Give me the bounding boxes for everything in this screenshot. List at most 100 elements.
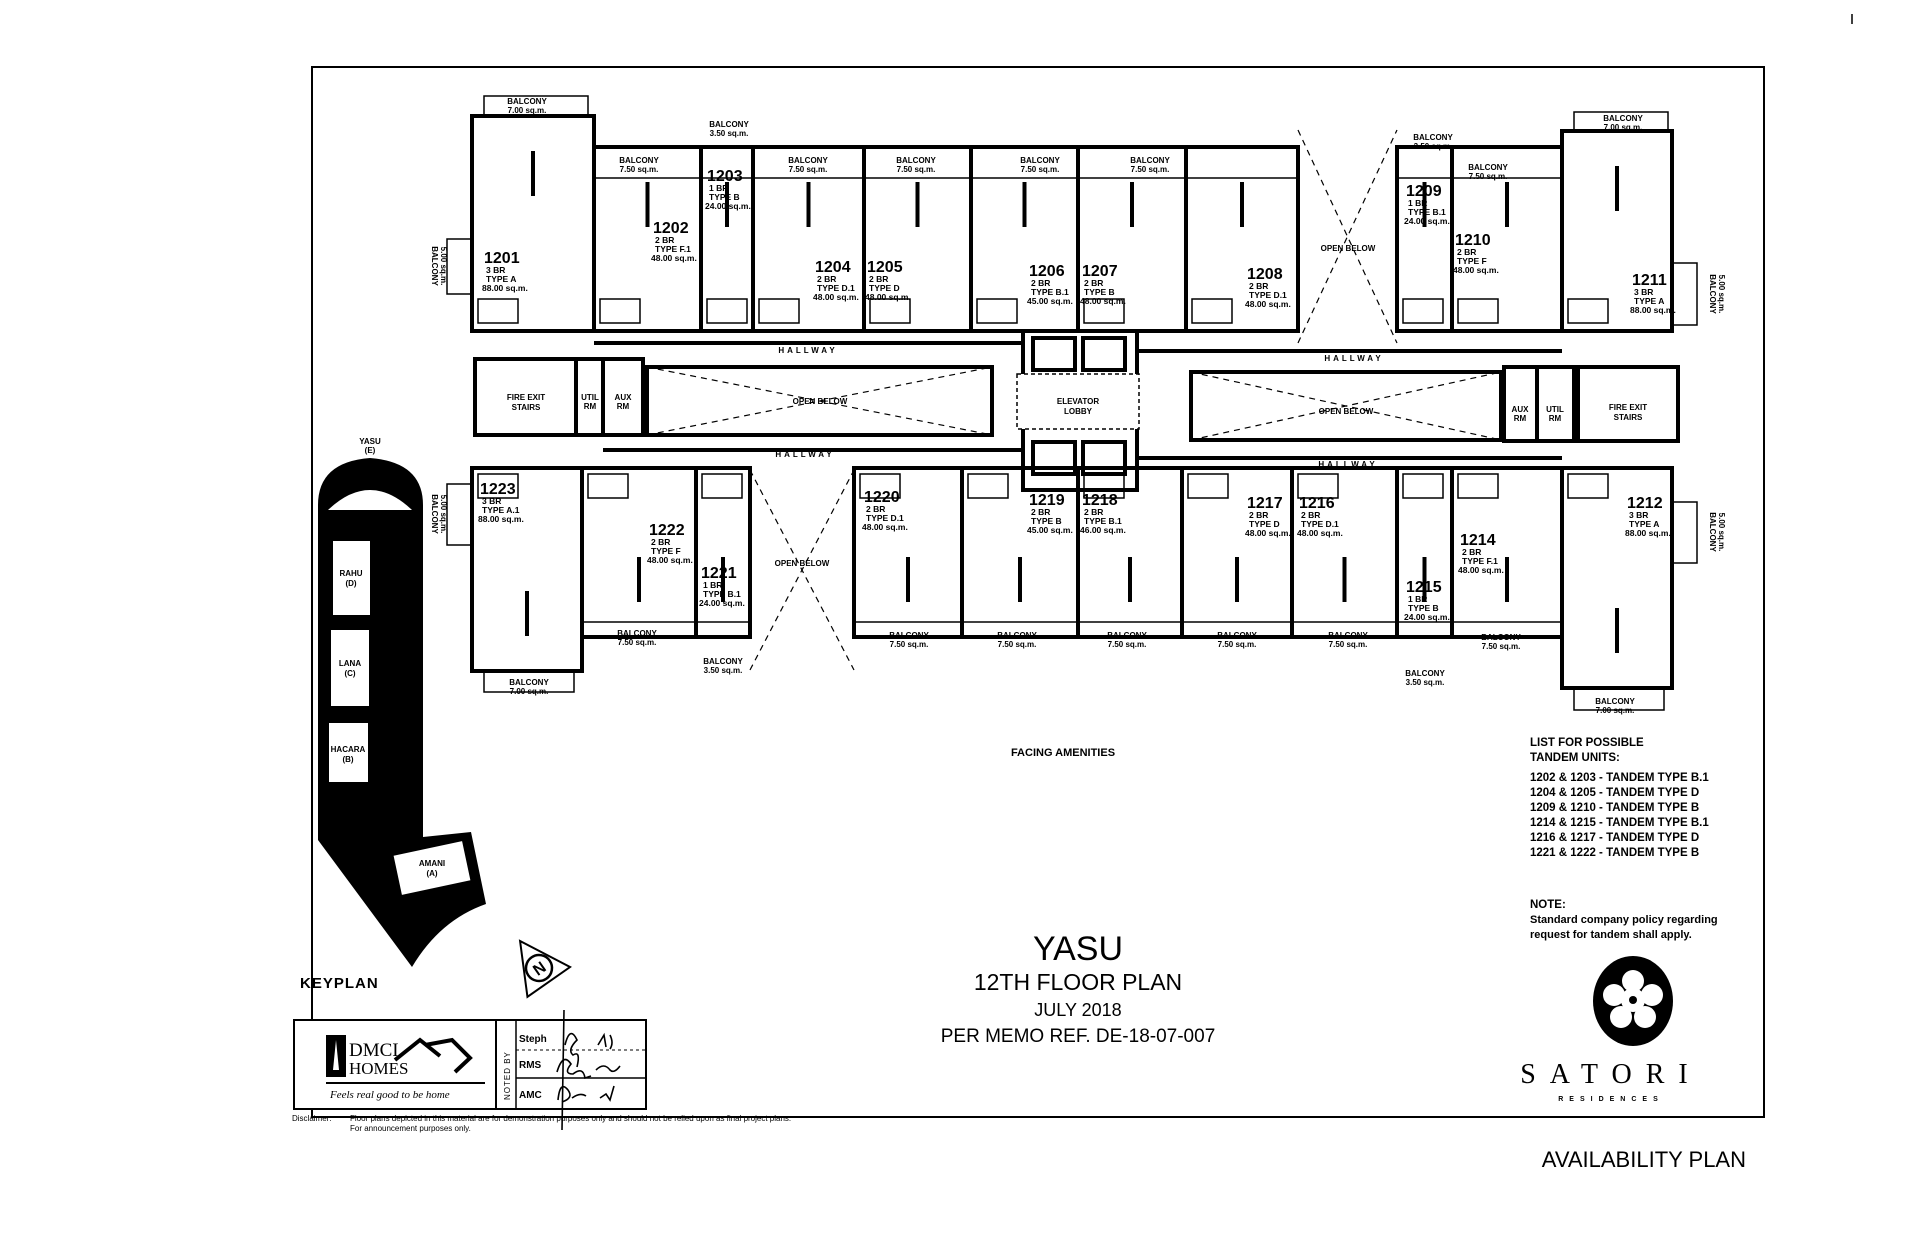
balcony-title: BALCONY	[507, 97, 547, 106]
balcony-title: BALCONY	[1328, 631, 1368, 640]
fire-exit-stairs-label: FIRE EXIT	[507, 393, 545, 402]
corner-balcony	[1573, 687, 1665, 711]
unit-area: 48.00 sq.m.	[651, 253, 697, 263]
unit-bedrooms: 2 BR	[1031, 507, 1050, 517]
unit-number: 1201	[484, 250, 520, 267]
dmci-house-icon	[393, 1037, 473, 1074]
balcony-title: BALCONY	[1405, 669, 1445, 678]
balcony-area: 7.00 sq.m.	[510, 687, 549, 696]
keyplan-label-rahu: RAHU	[339, 569, 362, 578]
unit-area: 48.00 sq.m.	[1297, 528, 1343, 538]
unit-bedrooms: 2 BR	[1031, 278, 1050, 288]
unit-number: 1220	[864, 489, 900, 506]
unit-bedrooms: 1 BR	[709, 183, 728, 193]
unit-bedrooms: 2 BR	[817, 274, 836, 284]
balcony-area: 7.50 sq.m.	[1021, 165, 1060, 174]
unit-number: 1208	[1247, 266, 1283, 283]
unit-area: 48.00 sq.m.	[647, 555, 693, 565]
util-rm-label: RM	[584, 402, 597, 411]
plan-date: JULY 2018	[1034, 1000, 1121, 1020]
unit-type: TYPE D.1	[866, 513, 904, 523]
tandem-heading: TANDEM UNITS:	[1530, 752, 1620, 764]
unit-number: 1202	[653, 220, 689, 237]
unit-bedrooms: 1 BR	[1408, 198, 1427, 208]
handwritten-signatures	[556, 1009, 621, 1131]
unit-area: 88.00 sq.m.	[482, 283, 528, 293]
toilet-and-kitchen	[758, 298, 800, 324]
toilet-and-kitchen	[1567, 473, 1609, 499]
balcony-title: BALCONY	[430, 494, 439, 534]
side-balcony	[446, 483, 473, 546]
unit-type: TYPE B.1	[703, 589, 741, 599]
balcony-area: 3.50 sq.m.	[704, 666, 743, 675]
corner-balcony	[483, 670, 575, 693]
disclaimer: Disclaimer: Floor plans depicted in this…	[292, 1114, 791, 1133]
side-balcony	[1671, 262, 1698, 326]
unit-bedrooms: 2 BR	[1462, 547, 1481, 557]
note-text: Standard company policy regarding	[1530, 914, 1718, 926]
elevator-lobby-label: ELEVATOR	[1057, 397, 1099, 406]
unit-outline	[862, 145, 973, 333]
unit-type: TYPE D	[1249, 519, 1280, 529]
note-label: NOTE:	[1530, 899, 1566, 911]
keyplan-code-yasu: (E)	[365, 446, 376, 455]
balcony-area: 3.50 sq.m.	[1414, 142, 1453, 151]
unit-area: 45.00 sq.m.	[1027, 525, 1073, 535]
unit-bedrooms: 3 BR	[1634, 287, 1653, 297]
balcony-title: BALCONY	[1107, 631, 1147, 640]
elevator-car	[1031, 440, 1077, 476]
tandem-heading: LIST FOR POSSIBLE	[1530, 737, 1644, 749]
unit-area: 48.00 sq.m.	[862, 522, 908, 532]
unit-type: TYPE A	[486, 274, 516, 284]
elevator-lobby-label: LOBBY	[1064, 407, 1093, 416]
balcony-area: 7.50 sq.m.	[890, 640, 929, 649]
unit-type: TYPE A	[1634, 296, 1664, 306]
unit-bedrooms: 2 BR	[1301, 510, 1320, 520]
unit-area: 48.00 sq.m.	[1245, 528, 1291, 538]
keyplan-yasu-block	[328, 490, 412, 510]
unit-number: 1218	[1082, 492, 1118, 509]
balcony-title: BALCONY	[1603, 114, 1643, 123]
core-room	[601, 357, 645, 437]
aux-rm-label: AUX	[1512, 405, 1530, 414]
elevator-car	[1081, 336, 1127, 372]
core-room	[1576, 365, 1680, 443]
balcony-title: BALCONY	[1130, 156, 1170, 165]
unit-type: TYPE F.1	[1462, 556, 1498, 566]
unit-type: TYPE B.1	[1408, 207, 1446, 217]
unit-area: 24.00 sq.m.	[699, 598, 745, 608]
balcony-title: BALCONY	[997, 631, 1037, 640]
core-room	[1502, 365, 1539, 443]
tandem-item: 1202 & 1203 - TANDEM TYPE B.1	[1530, 772, 1709, 784]
unit-number: 1209	[1406, 183, 1442, 200]
unit-bedrooms: 3 BR	[486, 265, 505, 275]
toilet-and-kitchen	[1297, 473, 1339, 499]
toilet-and-kitchen	[706, 298, 748, 324]
open-below-label: OPEN BELOW	[793, 397, 848, 406]
dmci-title-block: DMCI HOMES Feels real good to be home NO…	[293, 1009, 647, 1131]
fire-exit-stairs-label: STAIRS	[512, 403, 541, 412]
tandem-units-list: LIST FOR POSSIBLE TANDEM UNITS: 1202 & 1…	[1530, 737, 1718, 941]
elevator-car	[1081, 440, 1127, 476]
keyplan-label-lana: LANA	[339, 659, 361, 668]
unit-number: 1215	[1406, 579, 1442, 596]
unit-bedrooms: 2 BR	[1084, 278, 1103, 288]
toilet-and-kitchen	[1457, 473, 1499, 499]
balcony-area: 7.50 sq.m.	[1329, 640, 1368, 649]
corner-balcony	[483, 95, 589, 117]
unit-number: 1216	[1299, 495, 1335, 512]
unit-type: TYPE D.1	[817, 283, 855, 293]
